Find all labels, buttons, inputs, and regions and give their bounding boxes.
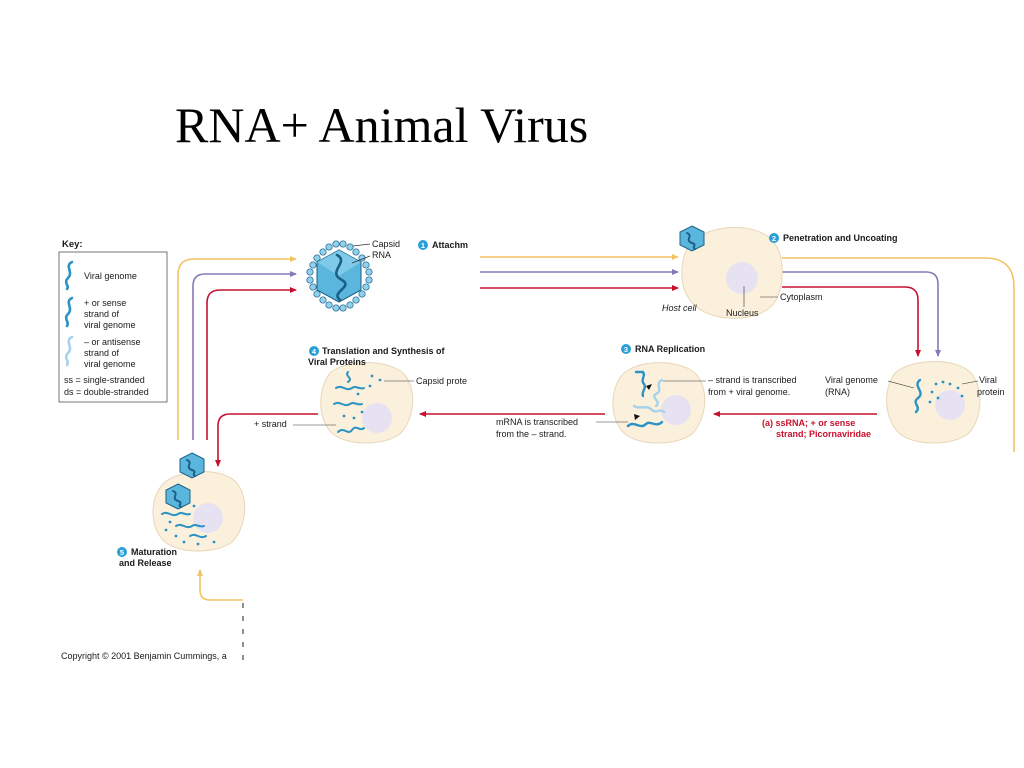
strand-transcribed-label: – strand is transcribed from + viral gen…: [708, 375, 799, 397]
step-4-text: Translation and Synthesis of Viral Prote…: [308, 346, 447, 367]
case-a-line-1: (a) ssRNA; + or sense: [762, 418, 855, 428]
key-ds: ds = double-stranded: [64, 387, 149, 397]
released-virion-icon: [179, 452, 205, 479]
step-2-number: 2: [772, 234, 776, 243]
mrna-transcribed-label: mRNA is transcribed from the – strand.: [496, 417, 581, 439]
step-5-label: 5 Maturation and Release: [117, 547, 180, 568]
step-3-badge: [621, 344, 631, 354]
maturation-cell: [152, 452, 246, 552]
step-2-badge: [769, 233, 779, 243]
slide-title: RNA+ Animal Virus: [175, 97, 589, 153]
key-heading: Key:: [62, 239, 83, 250]
strand-transcribed-line-1: – strand is transcribed: [708, 375, 797, 385]
red-outgoing-arrow: [782, 286, 921, 357]
mrna-transcribed-line-2: from the – strand.: [496, 429, 567, 439]
step-1-badge: [418, 240, 428, 250]
step-4-text-line-1: Translation and Synthesis of: [322, 346, 446, 356]
maturation-protein-dots: [164, 504, 216, 546]
key-panel: Key: Viral genome + or sense strand of v…: [58, 239, 168, 403]
capsid-protein-dots: [342, 374, 382, 420]
purple-return-arrow: [192, 271, 297, 440]
copyright-text: Copyright © 2001 Benjamin Cummings, a: [61, 651, 227, 661]
host-cell: Host cell Nucleus Cytoplasm: [662, 225, 823, 319]
key-minus-sense-2: strand of: [84, 348, 120, 358]
rna-label: RNA: [372, 250, 391, 260]
key-minus-sense-1: – or antisense: [84, 337, 141, 347]
strand-transcribed-line-2: from + viral genome.: [708, 387, 790, 397]
minus-strand-key-icon: [64, 335, 74, 367]
step-4-number: 4: [312, 347, 317, 356]
minus-strand-icon: [653, 378, 664, 408]
step-5-badge: [117, 547, 127, 557]
step-1-label: 1 Attachm: [418, 240, 468, 250]
red-return-arrow: [206, 287, 297, 440]
step-3-number: 3: [624, 345, 628, 354]
red-to-maturation-arrow: [215, 413, 318, 467]
plus-strand-template-icon: [634, 370, 647, 398]
key-ss: ss = single-stranded: [64, 375, 145, 385]
step-1-text: Attachm: [432, 240, 468, 250]
case-a-label: (a) ssRNA; + or sense strand; Picornavir…: [762, 418, 871, 439]
step-4-badge: [309, 346, 319, 356]
purple-outgoing-arrow: [782, 271, 941, 357]
replication-cell: – strand is transcribed from + viral gen…: [496, 362, 799, 444]
step-5-number: 5: [120, 548, 124, 557]
host-cell-label: Host cell: [662, 303, 698, 313]
virion-rna: [335, 253, 347, 302]
step-2-label: 2 Penetration and Uncoating: [769, 233, 898, 243]
flow-arrows: [177, 254, 1015, 665]
yellow-outgoing-arrow: [782, 257, 1015, 452]
infected-cell-right: Viral genome (RNA) Viral protein (a) ssR…: [762, 361, 1005, 444]
step-5-text: Maturation and Release: [119, 547, 180, 568]
cytoplasm-label: Cytoplasm: [780, 292, 823, 302]
virion: Capsid RNA: [306, 239, 400, 312]
key-plus-sense: + or sense strand of viral genome: [84, 298, 136, 330]
key-viral-genome: Viral genome: [84, 271, 137, 281]
yellow-return-arrow: [177, 256, 297, 440]
viral-protein-dots: [928, 380, 964, 404]
translation-cell: Capsid prote + strand: [254, 362, 467, 444]
released-genome-icon: [914, 378, 922, 414]
capsid-label: Capsid: [372, 239, 400, 249]
key-minus-sense-3: viral genome: [84, 359, 136, 369]
step-3-text: RNA Replication: [635, 344, 705, 354]
assembled-virion-icon: [165, 483, 191, 510]
yellow-bottom-arrow: [197, 569, 243, 601]
key-plus-sense-3: viral genome: [84, 320, 136, 330]
viral-protein-line-2: protein: [977, 387, 1005, 397]
viral-protein-line-1: Viral: [979, 375, 997, 385]
step-5-text-line-2: and Release: [119, 558, 172, 568]
entering-virion-icon: [679, 225, 705, 252]
step-4-text-line-2: Viral Proteins: [308, 357, 366, 367]
mrna-transcribed-line-1: mRNA is transcribed: [496, 417, 578, 427]
viral-protein-label: Viral protein: [977, 375, 1005, 397]
host-nucleus: [726, 262, 758, 294]
step-5-text-line-1: Maturation: [131, 547, 177, 557]
case-a-line-2: strand; Picornaviridae: [776, 429, 871, 439]
step-2-text: Penetration and Uncoating: [783, 233, 898, 243]
plus-strand-label: + strand: [254, 419, 287, 429]
step-4-label: 4 Translation and Synthesis of Viral Pro…: [308, 346, 447, 367]
step-3-label: 3 RNA Replication: [621, 344, 705, 354]
viral-genome-rna-line-2: (RNA): [825, 387, 850, 397]
key-plus-sense-2: strand of: [84, 309, 120, 319]
viral-genome-key-icon: [64, 260, 74, 291]
key-plus-sense-1: + or sense: [84, 298, 126, 308]
viral-genome-rna-line-1: Viral genome: [825, 375, 878, 385]
nucleus-label: Nucleus: [726, 308, 759, 318]
plus-strand-key-icon: [64, 296, 74, 328]
key-box: [58, 251, 168, 403]
capsid-beads: [306, 240, 373, 312]
viral-genome-rna-label: Viral genome (RNA): [825, 375, 880, 397]
step-1-number: 1: [421, 241, 425, 250]
key-minus-sense: – or antisense strand of viral genome: [84, 337, 143, 369]
capsid-protein-label: Capsid prote: [416, 376, 467, 386]
